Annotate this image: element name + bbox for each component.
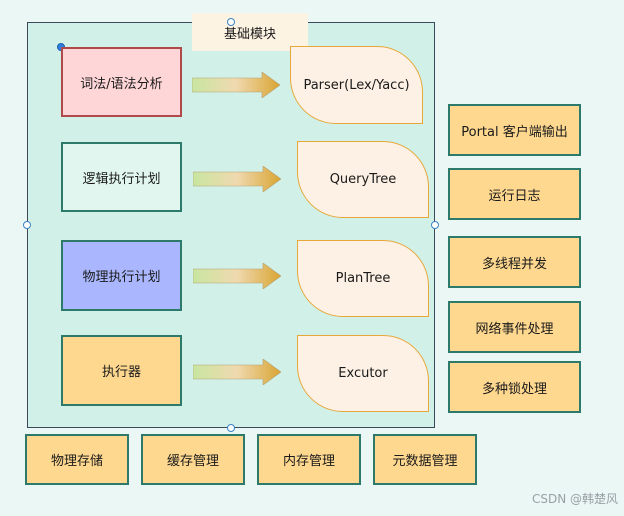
stage-executor[interactable]: 执行器 <box>61 335 182 406</box>
base-module-title: 基础模块 <box>192 13 308 51</box>
output-executor[interactable]: Excutor <box>297 335 429 412</box>
service-runtime-log[interactable]: 运行日志 <box>448 168 581 220</box>
service-lock-handling[interactable]: 多种锁处理 <box>448 361 581 413</box>
flow-arrow-4 <box>193 359 281 385</box>
watermark: CSDN @韩楚风 <box>531 492 618 506</box>
service-cache-management[interactable]: 缓存管理 <box>141 434 245 485</box>
stage-logical-plan[interactable]: 逻辑执行计划 <box>61 142 182 212</box>
output-plan-tree[interactable]: PlanTree <box>297 240 429 317</box>
stage-lexical-syntax-analysis[interactable]: 词法/语法分析 <box>61 47 182 117</box>
service-memory-management[interactable]: 内存管理 <box>257 434 361 485</box>
service-network-events[interactable]: 网络事件处理 <box>448 301 581 353</box>
output-query-tree[interactable]: QueryTree <box>297 141 429 218</box>
service-physical-storage[interactable]: 物理存储 <box>25 434 129 485</box>
stage-physical-plan[interactable]: 物理执行计划 <box>61 240 182 311</box>
flow-arrow-2 <box>193 166 281 192</box>
flow-arrow-3 <box>193 263 281 289</box>
service-metadata-management[interactable]: 元数据管理 <box>373 434 477 485</box>
resize-handle-top[interactable] <box>227 18 235 26</box>
service-portal-client-output[interactable]: Portal 客户端输出 <box>448 104 581 156</box>
resize-handle-right[interactable] <box>431 221 439 229</box>
resize-handle-bottom[interactable] <box>227 424 235 432</box>
flow-arrow-1 <box>192 72 280 98</box>
resize-handle-left[interactable] <box>23 221 31 229</box>
service-multithreading[interactable]: 多线程并发 <box>448 236 581 288</box>
output-parser[interactable]: Parser(Lex/Yacc) <box>290 46 423 124</box>
